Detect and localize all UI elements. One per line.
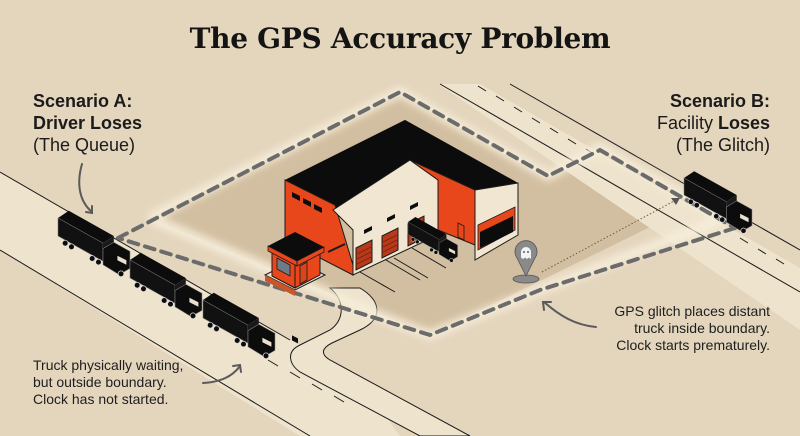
note-line: Truck physically waiting,: [33, 357, 184, 373]
scenario-b-subheading-prefix: Facility: [656, 113, 718, 133]
guard-booth: [263, 232, 346, 296]
note-line: Clock has not started.: [33, 391, 169, 407]
curved-arrow-icon: [78, 163, 597, 384]
scenario-b-subheading-bold: Loses: [717, 113, 770, 133]
scenario-a-note: Truck physically waiting, but outside bo…: [33, 357, 183, 408]
scenario-b-note: GPS glitch places distant truck inside b…: [614, 303, 770, 354]
ghost-map-pin-icon: [512, 240, 540, 284]
note-line: GPS glitch places distant: [614, 303, 770, 319]
scenario-a-label: Scenario A: Driver Loses (The Queue): [33, 90, 142, 156]
note-line: Clock starts prematurely.: [616, 337, 770, 353]
geofence-boundary: [116, 86, 737, 341]
gps-offset-line: [541, 199, 677, 273]
scenario-a-subheading: Driver Loses: [33, 113, 143, 133]
page-title: The GPS Accuracy Problem: [189, 22, 611, 55]
scenario-b-caption: (The Glitch): [675, 135, 770, 155]
note-line: but outside boundary.: [33, 374, 167, 390]
scenario-a-caption: (The Queue): [33, 135, 136, 155]
note-line: truck inside boundary.: [634, 320, 770, 336]
warehouse-building: [284, 120, 519, 344]
scenario-b-label: Scenario B: Facility Loses (The Glitch): [657, 90, 770, 156]
scenario-b-heading: Scenario B:: [669, 91, 770, 111]
scenario-a-heading: Scenario A:: [33, 91, 133, 111]
